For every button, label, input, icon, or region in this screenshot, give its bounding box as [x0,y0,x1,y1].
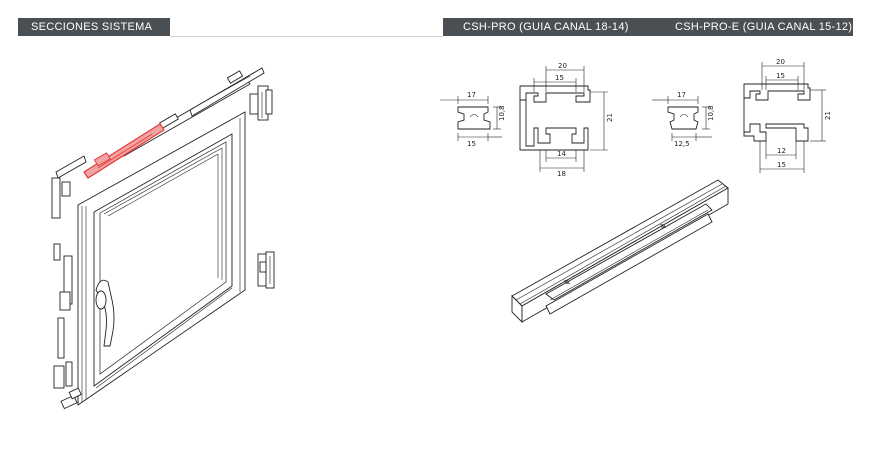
dim-pro-channel-bottom-inner: 14 [557,150,566,158]
dim-pro-guide-top: 17 [467,91,476,99]
section-title: SECCIONES SISTEMA [31,21,153,33]
dim-pro-channel-bottom-outer: 18 [557,170,566,178]
profile-pro-e-guide [652,96,712,141]
hinge-bottom-icon [257,251,275,289]
section-header-right: CSH-PRO (GUIA CANAL 18-14) CSH-PRO-E (GU… [443,18,853,36]
dim-pro-e-channel-top-outer: 20 [776,58,785,66]
left-hardware-icon [51,177,82,410]
profile-pro-e-channel [743,62,826,173]
header-divider [170,36,443,37]
profile-pro-guide [440,96,502,141]
dim-pro-guide-height: 10,8 [498,105,506,121]
profile-pro-channel [519,66,608,172]
handle-icon [95,279,115,347]
dim-pro-channel-top-inner: 15 [555,74,564,82]
dim-pro-e-channel-top-inner: 15 [776,72,785,80]
rail-3d-view [511,179,729,324]
dim-pro-channel-height: 21 [606,113,614,122]
dim-pro-guide-bottom: 15 [467,140,476,148]
dim-pro-e-guide-bottom: 12,5 [674,140,690,148]
highlight-part-icon [83,123,165,179]
dim-pro-e-guide-top: 17 [677,91,686,99]
dim-pro-e-channel-bottom-outer: 15 [777,161,786,169]
window-exploded-view [51,67,275,410]
dim-pro-e-channel-bottom-inner: 12 [777,147,786,155]
section-header-left: SECCIONES SISTEMA [18,18,170,36]
profile-title-pro: CSH-PRO (GUIA CANAL 18-14) [463,21,629,33]
dim-pro-e-channel-height: 21 [824,111,832,120]
profile-title-pro-e: CSH-PRO-E (GUIA CANAL 15-12) [675,21,853,33]
hinge-top-icon [249,85,273,121]
dim-pro-e-guide-height: 10,8 [707,105,715,121]
dim-pro-channel-top-outer: 20 [558,62,567,70]
